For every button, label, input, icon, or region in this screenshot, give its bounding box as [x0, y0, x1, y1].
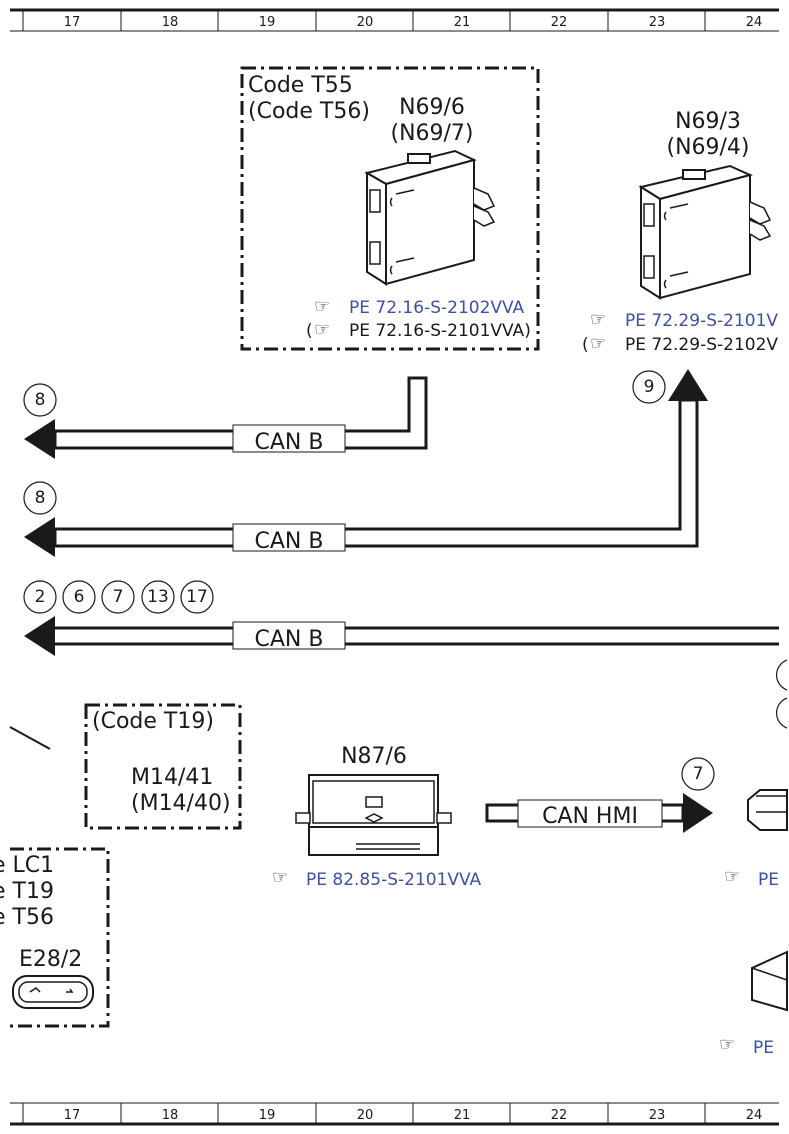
- code-lc1-box: e LC1 e T19 e T56 E28/2: [0, 847, 110, 1028]
- module-n69-3-labels: N69/3 (N69/4): [666, 109, 749, 160]
- partial-references-lower-right: ☞ PE: [719, 1034, 774, 1058]
- ref-open-paren: (: [306, 321, 313, 341]
- ruler-col-22: 22: [551, 1108, 568, 1123]
- ref-pe-72-29-s-2102v[interactable]: PE 72.29-S-2102V: [625, 335, 778, 355]
- module-m14-41-name: M14/41: [131, 765, 213, 790]
- top-ruler: 17 18 19 20 21 22 23 24: [10, 8, 779, 32]
- control-unit-n87-6-icon: [295, 774, 452, 856]
- ruler-col-21: 21: [454, 1108, 471, 1123]
- module-n87-6: N87/6: [341, 744, 407, 769]
- can-hmi-label: CAN HMI: [542, 804, 638, 829]
- connection-marker: 2: [35, 587, 46, 607]
- can-b-label: CAN B: [255, 627, 324, 652]
- pointing-hand-icon: ☞: [272, 867, 288, 888]
- ruler-col-23: 23: [649, 1108, 666, 1123]
- ruler-col-18: 18: [162, 1108, 179, 1123]
- pointing-hand-icon: ☞: [719, 1034, 735, 1055]
- n69-6-references: ☞ PE 72.16-S-2102VVA ( ☞ PE 72.16-S-2101…: [306, 296, 531, 341]
- ruler-col-24: 24: [746, 15, 763, 30]
- ruler-col-18: 18: [162, 15, 179, 30]
- ruler-col-17: 17: [64, 15, 81, 30]
- ruler-col-20: 20: [357, 15, 374, 30]
- edge-markers: [775, 659, 788, 729]
- code-t56-label: (Code T56): [248, 99, 370, 124]
- pointing-hand-icon: ☞: [590, 309, 606, 330]
- arrow-up-icon: [668, 369, 708, 401]
- connection-marker: 6: [74, 587, 85, 607]
- module-e28-2-name: E28/2: [19, 947, 82, 972]
- connection-marker: 17: [186, 587, 208, 607]
- module-n69-6-name: N69/6: [399, 95, 465, 120]
- code-t55-label: Code T55: [248, 73, 353, 98]
- can-b-bus-1: CAN B 8: [23, 376, 428, 459]
- pointing-hand-icon: ☞: [314, 296, 330, 317]
- can-b-bus-3: CAN B 2 6 7 13 17: [23, 580, 779, 656]
- connection-marker: 8: [35, 488, 46, 508]
- control-unit-n69-6-icon: [364, 149, 496, 286]
- module-n69-4-name: (N69/4): [666, 135, 749, 160]
- can-b-bus-2: CAN B 8 9: [23, 369, 708, 557]
- code-t19-label: (Code T19): [92, 709, 214, 734]
- switch-e28-2-icon: [12, 975, 94, 1009]
- ruler-col-23: 23: [649, 15, 666, 30]
- partial-component-lower-right-icon: [751, 950, 788, 1012]
- n87-6-references: ☞ PE 82.85-S-2101VVA: [272, 867, 482, 890]
- module-n69-3-name: N69/3: [675, 109, 741, 134]
- code-t19-label-2: e T19: [0, 879, 54, 904]
- partial-component-right-icon: [747, 789, 788, 831]
- ruler-col-21: 21: [454, 15, 471, 30]
- code-t55-box: Code T55 (Code T56) N69/6 (N69/7): [240, 66, 540, 351]
- connection-marker: 8: [35, 390, 46, 410]
- module-n87-6-name: N87/6: [341, 744, 407, 769]
- bottom-ruler: 17 18 19 20 21 22 23 24: [10, 1102, 779, 1126]
- ruler-col-19: 19: [259, 1108, 276, 1123]
- control-unit-n69-3-icon: [638, 164, 772, 300]
- arrow-left-icon: [24, 616, 55, 656]
- ref-open-paren: (: [582, 335, 589, 355]
- can-b-label: CAN B: [255, 529, 324, 554]
- ref-pe-partial[interactable]: PE: [753, 1038, 774, 1058]
- ref-pe-partial[interactable]: PE: [758, 870, 779, 890]
- code-t56-label-2: e T56: [0, 905, 54, 930]
- ruler-col-19: 19: [259, 15, 276, 30]
- module-m14-40-name: (M14/40): [131, 791, 231, 816]
- can-hmi-bus: CAN HMI 7: [485, 757, 715, 833]
- ruler-col-17: 17: [64, 1108, 81, 1123]
- partial-references-right: ☞ PE: [724, 866, 779, 890]
- ruler-col-24: 24: [746, 1108, 763, 1123]
- arrow-right-icon: [683, 793, 713, 833]
- n69-3-references: ☞ PE 72.29-S-2101V ( ☞ PE 72.29-S-2102V: [582, 309, 778, 355]
- ref-pe-82-85-s-2101vva[interactable]: PE 82.85-S-2101VVA: [306, 870, 482, 890]
- can-b-label: CAN B: [255, 430, 324, 455]
- code-t19-box: (Code T19) M14/41 (M14/40): [84, 703, 242, 830]
- ref-pe-72-16-s-2101vva[interactable]: PE 72.16-S-2101VVA): [349, 321, 531, 341]
- connection-marker: 7: [113, 587, 124, 607]
- ruler-col-22: 22: [551, 15, 568, 30]
- arrow-left-icon: [24, 517, 55, 557]
- connection-marker: 9: [644, 377, 655, 397]
- ref-pe-72-29-s-2101v[interactable]: PE 72.29-S-2101V: [625, 311, 778, 331]
- wire-stub: [9, 726, 51, 750]
- code-lc1-label: e LC1: [0, 853, 54, 878]
- connection-marker: 7: [693, 764, 704, 784]
- arrow-left-icon: [24, 419, 55, 459]
- module-n69-7-name: (N69/7): [390, 121, 473, 146]
- ruler-col-20: 20: [357, 1108, 374, 1123]
- pointing-hand-icon: ☞: [590, 333, 606, 354]
- ref-pe-72-16-s-2102vva[interactable]: PE 72.16-S-2102VVA: [349, 298, 525, 318]
- connection-marker: 13: [147, 587, 169, 607]
- pointing-hand-icon: ☞: [724, 866, 740, 887]
- pointing-hand-icon: ☞: [314, 319, 330, 340]
